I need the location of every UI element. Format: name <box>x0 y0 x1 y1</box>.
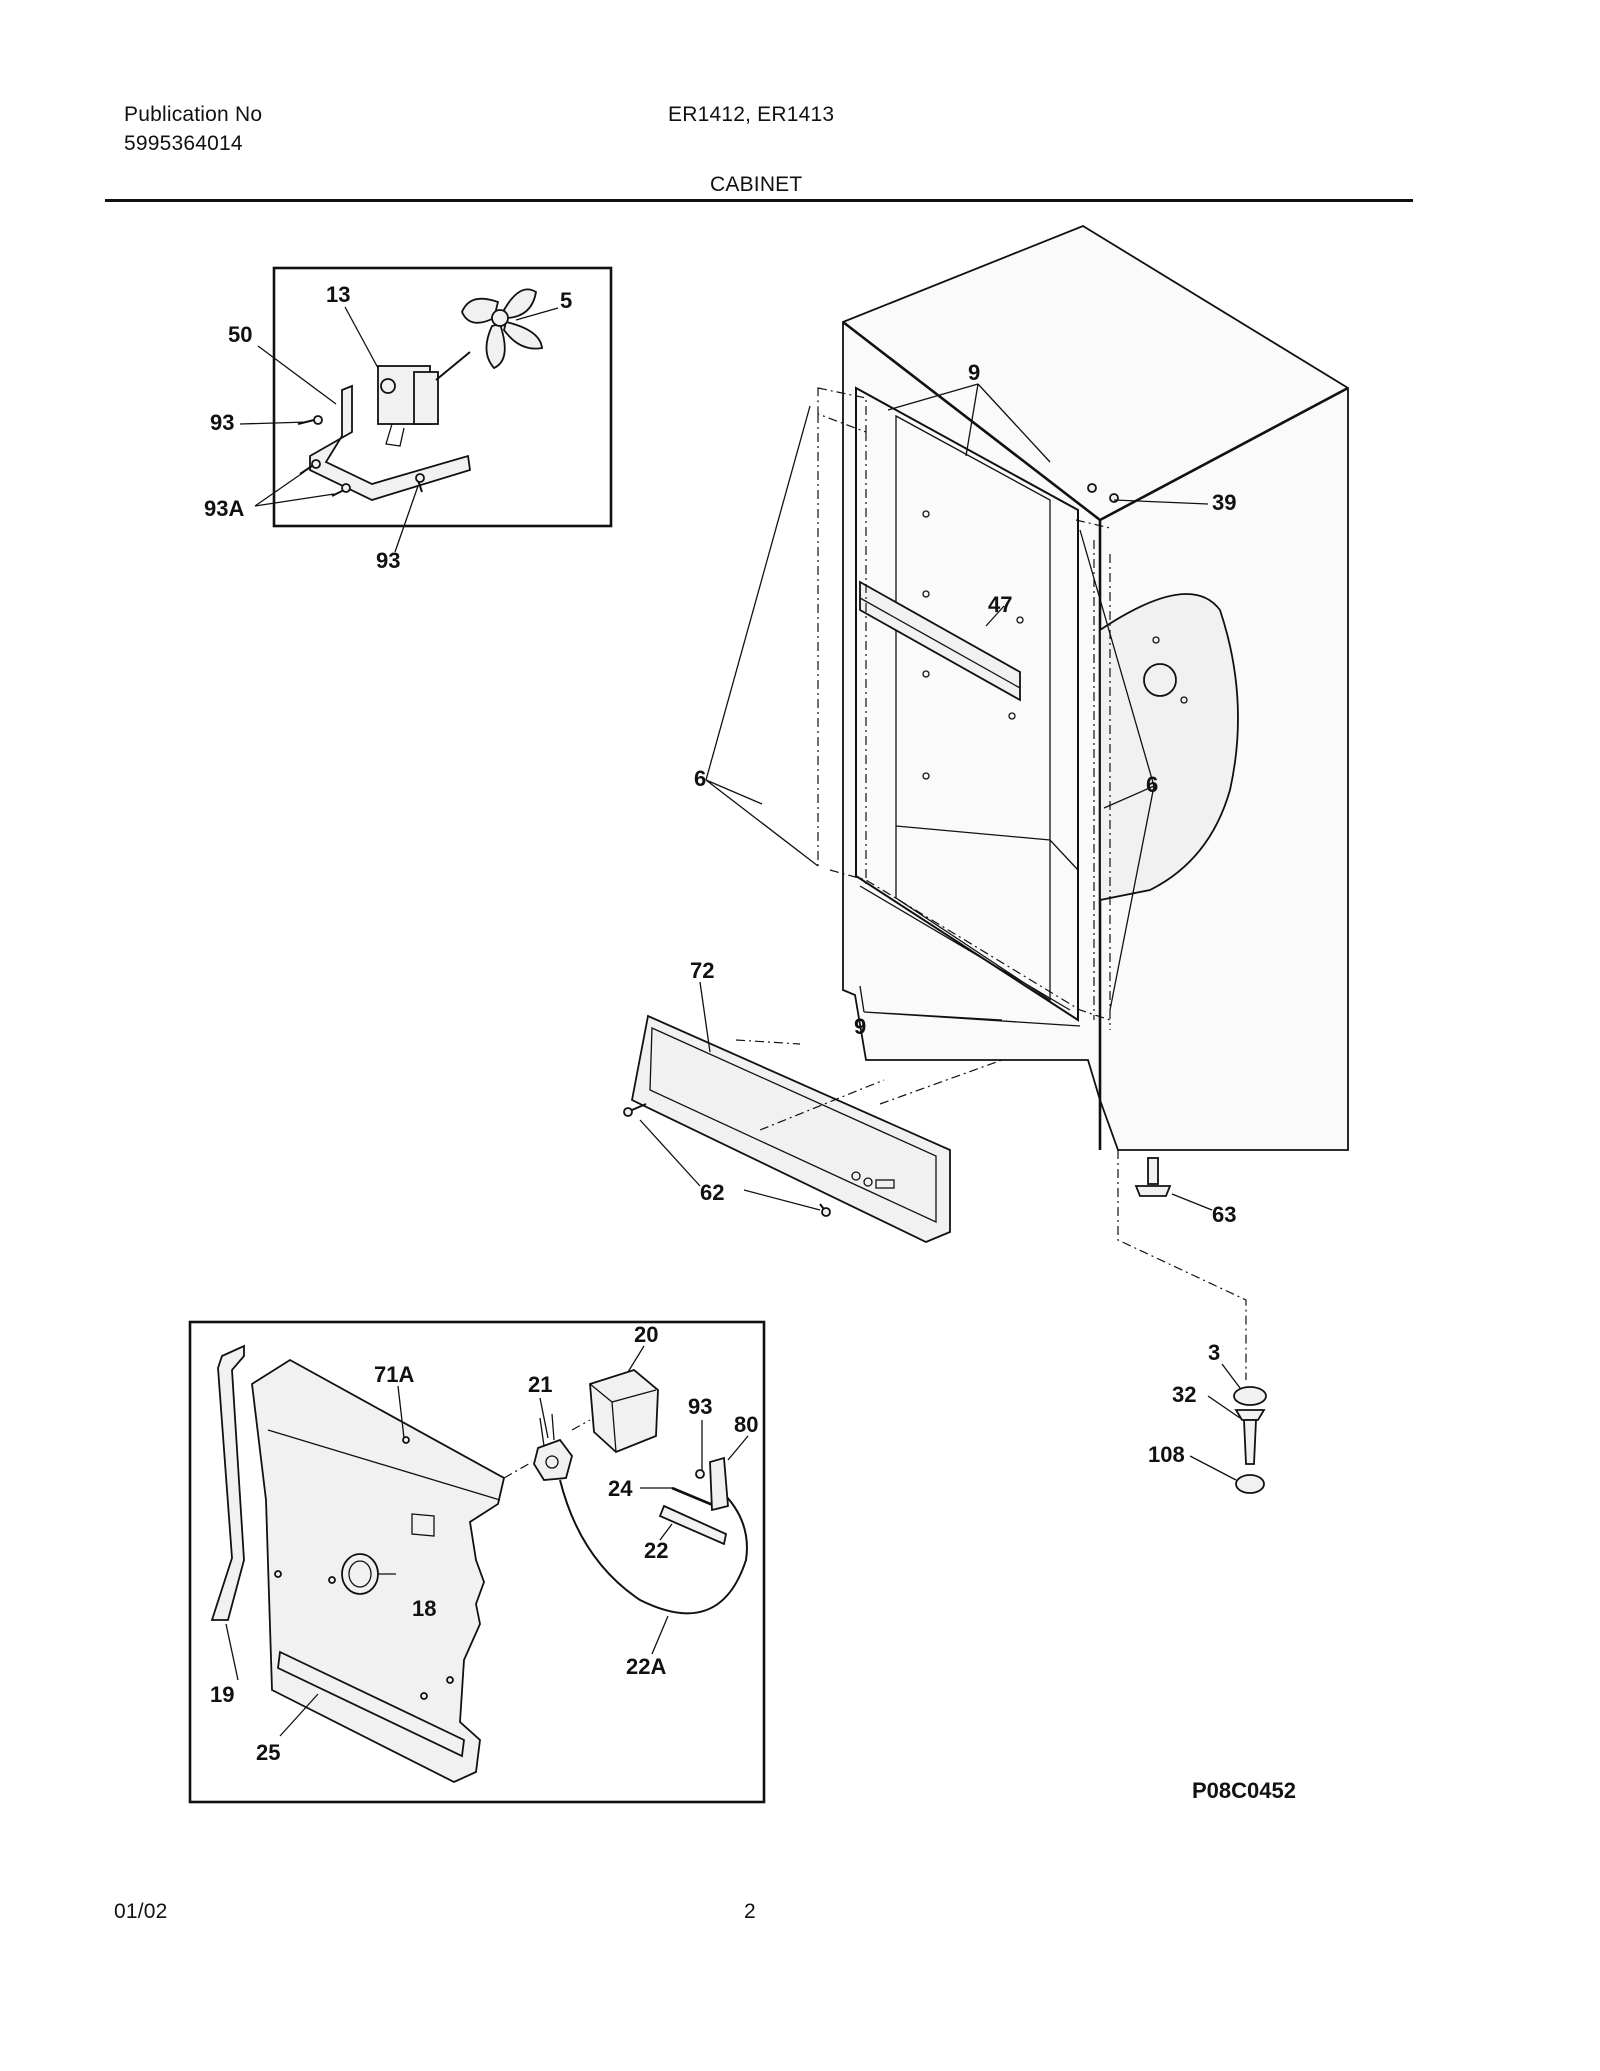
cabinet-rear-cover <box>1099 593 1239 902</box>
cabinet-body <box>842 224 1349 1151</box>
figure-code: P08C0452 <box>1192 1778 1296 1803</box>
footer-date: 01/02 <box>114 1900 168 1923</box>
kickplate <box>630 981 951 1243</box>
callout-71a: 71A <box>374 1362 414 1387</box>
callout-93-upper: 93 <box>210 410 234 435</box>
footer-page-number: 2 <box>744 1900 756 1923</box>
callout-93a: 93A <box>204 496 244 521</box>
motor-bracket <box>309 384 471 501</box>
caster-assembly <box>1189 1363 1267 1494</box>
fan-inset-frame <box>272 266 613 528</box>
callout-6-left: 6 <box>694 766 706 791</box>
callout-5: 5 <box>560 288 572 313</box>
callout-32: 32 <box>1172 1382 1196 1407</box>
callout-72: 72 <box>690 958 714 983</box>
callout-22: 22 <box>644 1538 668 1563</box>
callout-25: 25 <box>256 1740 280 1765</box>
callout-9-top: 9 <box>968 360 980 385</box>
leveling-screw <box>1134 1157 1213 1211</box>
callout-21: 21 <box>528 1372 552 1397</box>
callout-24: 24 <box>608 1476 633 1501</box>
fan-motor-inset <box>239 266 613 553</box>
callout-9-bottom: 9 <box>854 1014 866 1039</box>
heater <box>658 1504 728 1546</box>
publication-number: 5995364014 <box>124 132 243 155</box>
publication-label: Publication No <box>124 103 263 126</box>
panel-inset <box>188 1320 766 1804</box>
fan-blade <box>461 288 543 370</box>
callout-20: 20 <box>634 1322 658 1347</box>
callout-39: 39 <box>1212 490 1236 515</box>
callout-19: 19 <box>210 1682 234 1707</box>
header-rule <box>105 199 1413 202</box>
panel-inset-frame <box>188 1320 766 1804</box>
bracket <box>709 1456 729 1512</box>
callout-18: 18 <box>412 1596 436 1621</box>
fan-motor <box>377 351 471 447</box>
callout-13: 13 <box>326 282 350 307</box>
grommet <box>341 1553 379 1595</box>
trim-strip <box>210 1344 245 1621</box>
callout-63: 63 <box>1212 1202 1236 1227</box>
model-numbers: ER1412, ER1413 <box>668 103 835 126</box>
callout-50: 50 <box>228 322 252 347</box>
callout-80: 80 <box>734 1412 758 1437</box>
callout-3: 3 <box>1208 1340 1220 1365</box>
callout-6-right: 6 <box>1146 772 1158 797</box>
thermostat-cover <box>589 1345 659 1454</box>
callout-108: 108 <box>1148 1442 1185 1467</box>
heater-wire <box>559 1479 748 1615</box>
grille <box>277 1650 465 1758</box>
callout-62: 62 <box>700 1180 724 1205</box>
section-title: CABINET <box>710 173 803 196</box>
shelf-rail <box>859 580 1021 702</box>
callout-93-lower: 93 <box>376 548 400 573</box>
thermostat <box>533 1397 573 1481</box>
callout-47: 47 <box>988 592 1012 617</box>
callout-22a: 22A <box>626 1654 666 1679</box>
callout-93-panel: 93 <box>688 1394 712 1419</box>
